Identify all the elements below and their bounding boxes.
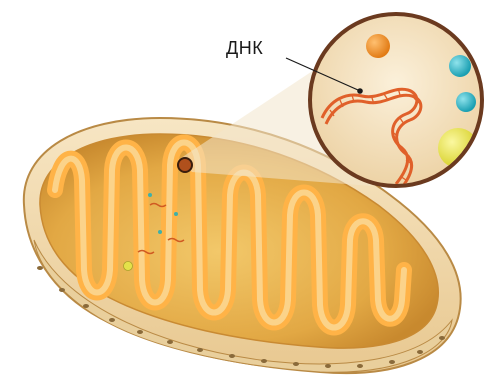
teal-particle-mid <box>456 92 476 112</box>
dna-highlight-marker <box>178 158 192 172</box>
dna-leader-dot <box>357 88 363 94</box>
dna-label: ДНК <box>226 38 263 59</box>
orange-particle <box>366 34 390 58</box>
teal-particle-top <box>449 55 471 77</box>
